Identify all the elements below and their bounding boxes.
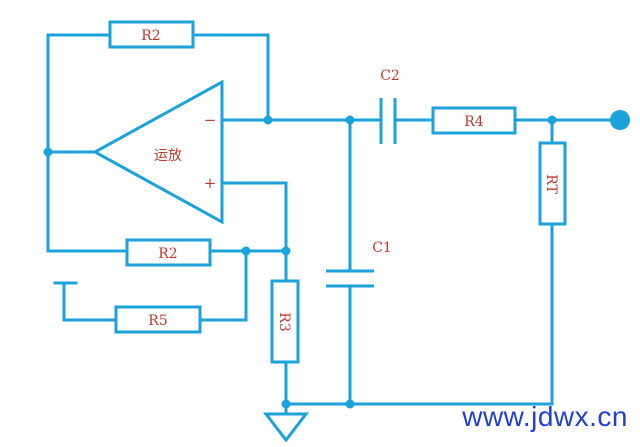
watermark-text: www.jdwx.cn [462, 401, 628, 432]
label-r5: R5 [148, 313, 167, 329]
resistor-r3 [270, 279, 300, 364]
resistor-r2-top [108, 20, 195, 49]
junction-ground [281, 399, 291, 409]
wire-r5-branch-left [62, 281, 118, 322]
junction-left-node [43, 147, 53, 157]
label-c1: C1 [372, 240, 392, 256]
label-opamp: 运放 [154, 148, 182, 164]
junction-r5-branch [241, 246, 251, 256]
resistor-rt [538, 141, 567, 226]
label-r2-bottom: R2 [158, 246, 177, 262]
opamp-triangle [91, 79, 224, 225]
resistor-r4 [431, 106, 517, 135]
resistor-r5 [114, 305, 202, 334]
label-plus: + [204, 174, 217, 192]
junction-opamp-minus [263, 115, 273, 125]
wire-top-feedback-right [191, 33, 270, 122]
wire-plus-input [220, 181, 288, 283]
junction-c1-top [345, 115, 355, 125]
junction-c1-bottom [345, 399, 355, 409]
label-r2-top: R2 [141, 28, 160, 44]
wire-r5-branch-right [198, 249, 248, 322]
ground-symbol [262, 412, 310, 443]
wire-bottom-feedback-left [46, 150, 129, 253]
resistor-r2-bottom [125, 238, 212, 267]
label-minus: − [204, 111, 217, 129]
output-terminal[interactable] [610, 110, 630, 130]
label-r3: R3 [276, 312, 292, 331]
label-r4: R4 [464, 114, 484, 130]
junction-r3-top [281, 246, 291, 256]
wire-top-feedback [46, 33, 112, 154]
label-c2: C2 [380, 68, 400, 84]
junction-rt-top [547, 115, 557, 125]
label-rt: RT [543, 174, 559, 194]
